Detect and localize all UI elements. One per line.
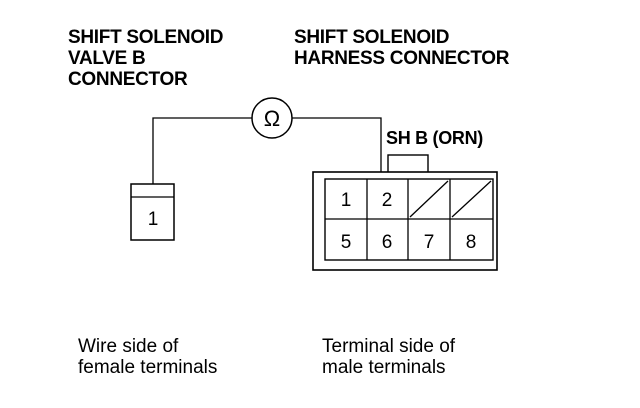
- left-title-line-3: CONNECTOR: [68, 69, 188, 90]
- right-caption: Terminal side of male terminals: [322, 336, 455, 378]
- blank-cavity-4: [451, 180, 492, 218]
- left-connector: 1: [130, 183, 175, 241]
- left-title-line-2: VALVE B: [68, 48, 146, 69]
- right-terminal-7: 7: [424, 232, 435, 253]
- ohmmeter-icon: Ω: [251, 97, 293, 139]
- right-caption-line-1: Terminal side of: [322, 336, 456, 357]
- wire-right: [292, 117, 382, 174]
- right-terminal-2: 2: [382, 190, 393, 211]
- wire-left: [152, 117, 252, 184]
- left-caption-line-1: Wire side of: [78, 336, 179, 357]
- left-terminal-1: 1: [148, 209, 159, 230]
- left-connector-title: SHIFT SOLENOID VALVE B CONNECTOR: [68, 27, 224, 90]
- right-title-line-2: HARNESS CONNECTOR: [294, 48, 510, 69]
- right-connector-title: SHIFT SOLENOID HARNESS CONNECTOR: [294, 27, 509, 69]
- right-terminal-8: 8: [466, 232, 477, 253]
- right-terminal-5: 5: [341, 232, 352, 253]
- right-connector: 1 2 5 6 7 8: [312, 154, 498, 271]
- left-title-line-1: SHIFT SOLENOID: [68, 27, 224, 48]
- left-caption-line-2: female terminals: [78, 357, 218, 378]
- right-title-line-1: SHIFT SOLENOID: [294, 27, 450, 48]
- right-terminal-1: 1: [341, 190, 352, 211]
- blank-cavity-3: [409, 180, 449, 218]
- ohm-symbol: Ω: [264, 106, 280, 131]
- left-caption: Wire side of female terminals: [78, 336, 217, 378]
- wire-label: SH B (ORN): [386, 128, 483, 148]
- right-terminal-6: 6: [382, 232, 393, 253]
- right-caption-line-2: male terminals: [322, 357, 446, 378]
